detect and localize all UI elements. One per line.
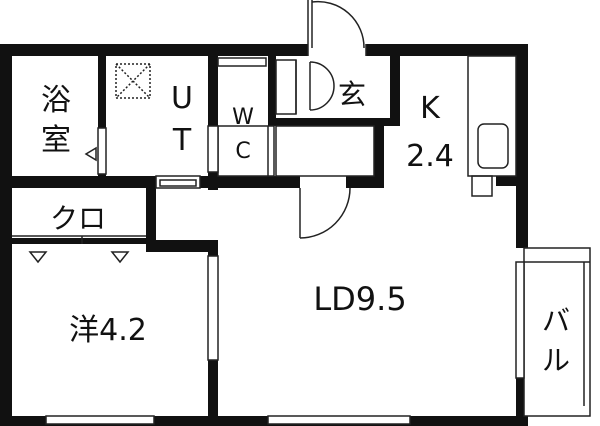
closet-marker-left bbox=[28, 251, 48, 264]
washer-box bbox=[115, 63, 151, 99]
bath-marker bbox=[84, 146, 97, 162]
corridor-box bbox=[275, 125, 375, 177]
entrance-inner-door-arc bbox=[309, 61, 335, 87]
kitchen-label-2: 2.4 bbox=[406, 139, 454, 174]
wall-entrance-right bbox=[390, 56, 400, 126]
wall-closet-right bbox=[146, 186, 156, 242]
entrance-inner-door-arc-2 bbox=[309, 85, 335, 111]
wall-corridor-right bbox=[374, 118, 384, 180]
closet-label: クロ bbox=[50, 202, 106, 235]
wall-entrance-bottom bbox=[276, 118, 400, 126]
wall-kitchen-bottom bbox=[496, 176, 516, 186]
western-sliding-door bbox=[207, 255, 219, 361]
western-room-label: 洋4.2 bbox=[69, 313, 147, 348]
wall-bottom bbox=[0, 416, 528, 426]
entrance-label: 玄 bbox=[338, 78, 366, 111]
wall-below-wc bbox=[200, 176, 300, 188]
wall-closet-bottom bbox=[12, 238, 156, 244]
balcony-window bbox=[515, 261, 525, 379]
ut-door bbox=[155, 175, 201, 189]
entrance-shoe-box bbox=[275, 59, 297, 115]
ld-door-arc bbox=[299, 187, 351, 239]
outer-walls bbox=[0, 44, 528, 426]
closet-marker-right bbox=[110, 251, 130, 264]
bath-label-1: 浴 bbox=[41, 83, 71, 118]
kitchen-sink bbox=[477, 123, 509, 169]
thin-lines bbox=[12, 0, 591, 417]
kitchen-label-1: K bbox=[420, 91, 441, 126]
bath-label-2: 室 bbox=[41, 123, 71, 158]
kitchen-counter-inner bbox=[471, 175, 493, 197]
door-swings bbox=[28, 0, 365, 264]
window-bottom-left bbox=[45, 415, 155, 425]
washer-diag-2 bbox=[115, 63, 151, 99]
bottom-windows bbox=[45, 415, 411, 425]
ut-right-slide bbox=[207, 125, 219, 173]
window-bottom-right bbox=[267, 415, 411, 425]
toilet-label-2: C bbox=[235, 139, 250, 164]
wall-right-upper bbox=[516, 44, 528, 248]
wall-wc-right bbox=[268, 56, 276, 126]
wall-bath-ut bbox=[98, 56, 106, 178]
wall-below-bath bbox=[12, 176, 172, 188]
wall-below-corridor bbox=[346, 176, 384, 188]
living-dining-label: LD9.5 bbox=[313, 280, 406, 318]
wall-top-right bbox=[366, 44, 528, 56]
balcony-label-2: ル bbox=[542, 344, 570, 377]
ut-bath-door bbox=[97, 127, 107, 175]
wall-left bbox=[0, 44, 12, 426]
kitchen-counter bbox=[467, 55, 517, 177]
utility-label-2: T bbox=[172, 123, 192, 158]
wall-western-ld bbox=[146, 240, 218, 252]
utility-label-1: U bbox=[171, 81, 193, 116]
top-window bbox=[217, 57, 267, 67]
ut-door-inner bbox=[159, 179, 197, 187]
toilet-label-1: W bbox=[232, 105, 254, 130]
wall-top-left bbox=[0, 44, 308, 56]
wall-ut-wc bbox=[208, 56, 218, 190]
room-labels: 浴 室 U T W C 玄 K 2.4 クロ 洋4.2 LD9.5 バ ル bbox=[41, 78, 570, 377]
balcony-label-1: バ bbox=[542, 304, 570, 337]
entrance-door-arc bbox=[311, 0, 365, 49]
